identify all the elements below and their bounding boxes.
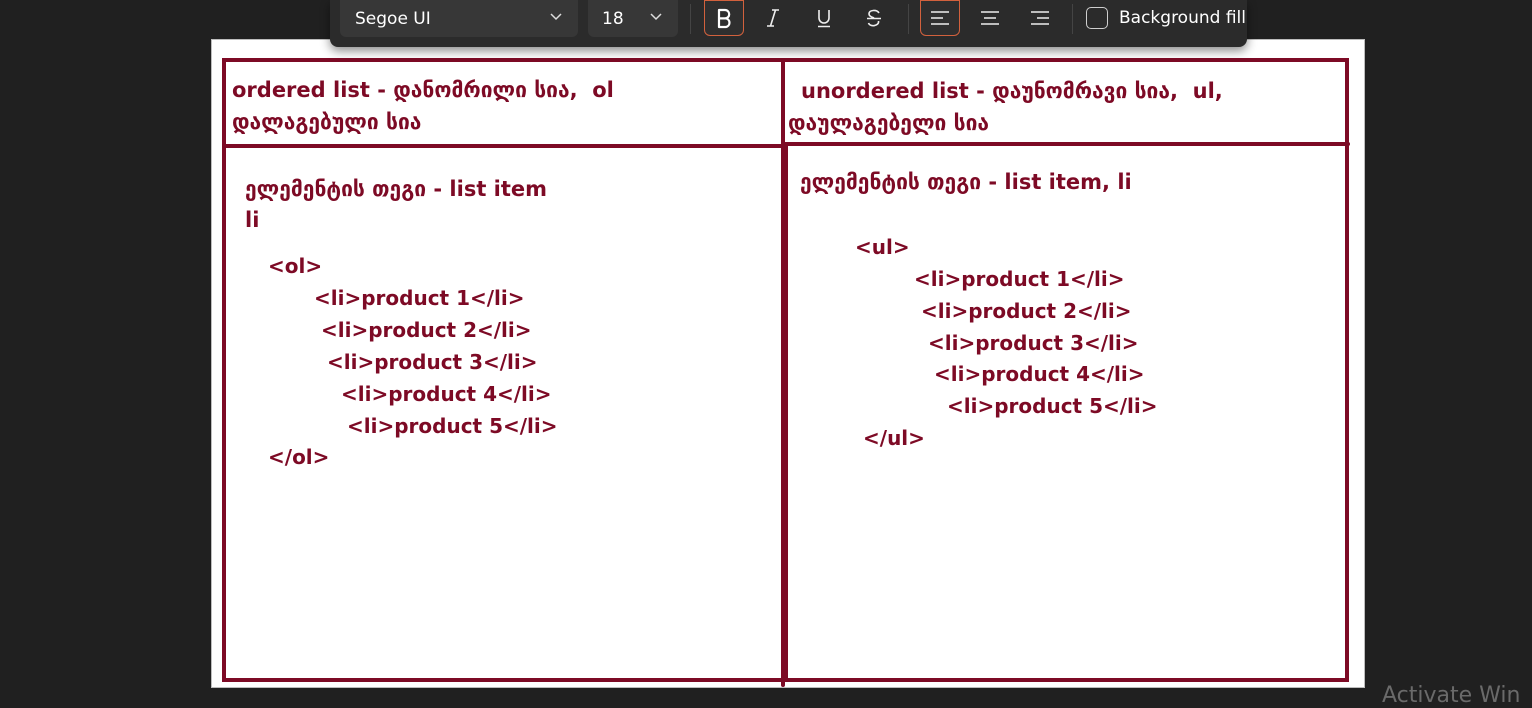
align-left-button[interactable] — [920, 0, 960, 36]
background-fill-checkbox[interactable] — [1086, 7, 1108, 29]
left-list-item: <li>product 5</li> — [347, 414, 558, 438]
background-fill-label: Background fill — [1119, 8, 1246, 28]
left-list-item: <li>product 3</li> — [327, 350, 538, 374]
left-code-close: </ol> — [268, 445, 330, 469]
left-item-tag-line2: li — [245, 208, 260, 232]
right-heading-line1: unordered list - დაუნომრავი სია, ul, — [801, 79, 1223, 103]
right-item-tag-line1: ელემენტის თეგი - list item, li — [800, 170, 1132, 194]
align-right-button[interactable] — [1020, 0, 1060, 36]
bold-button[interactable] — [704, 0, 744, 36]
align-left-icon — [931, 11, 949, 25]
italic-icon — [767, 9, 779, 27]
strikethrough-button[interactable] — [854, 0, 894, 36]
right-list-item: <li>product 2</li> — [921, 299, 1132, 323]
font-family-value: Segoe UI — [355, 8, 431, 29]
left-item-tag-line1: ელემენტის თეგი - list item — [245, 177, 548, 201]
bold-icon — [717, 8, 731, 29]
left-list-item: <li>product 4</li> — [341, 382, 552, 406]
background-fill-toggle[interactable]: Background fill — [1086, 4, 1246, 32]
right-list-item: <li>product 5</li> — [947, 394, 1158, 418]
right-list-item: <li>product 1</li> — [914, 267, 1125, 291]
font-size-dropdown[interactable]: 18 — [588, 0, 678, 37]
left-heading-line1: ordered list - დანომრილი სია, ol — [232, 78, 614, 102]
toolbar-divider — [908, 4, 909, 34]
right-code-open: <ul> — [855, 235, 910, 259]
chevron-down-icon — [550, 13, 562, 21]
activate-windows-watermark: Activate Win — [1382, 683, 1521, 708]
align-right-icon — [1031, 11, 1049, 25]
font-size-value: 18 — [602, 8, 624, 29]
right-code-close: </ul> — [863, 426, 925, 450]
align-center-icon — [981, 11, 999, 25]
outer-frame-stroke — [222, 58, 1349, 682]
right-list-item: <li>product 4</li> — [934, 362, 1145, 386]
whiteboard-canvas[interactable]: ordered list - დანომრილი სია, ol დალაგებ… — [211, 39, 1365, 688]
underline-button[interactable] — [804, 0, 844, 36]
align-center-button[interactable] — [970, 0, 1010, 36]
left-list-item: <li>product 1</li> — [314, 286, 525, 310]
text-format-toolbar: Segoe UI 18 Background fill — [330, 0, 1247, 47]
font-family-dropdown[interactable]: Segoe UI — [340, 0, 578, 37]
italic-button[interactable] — [753, 0, 793, 36]
right-list-item: <li>product 3</li> — [928, 331, 1139, 355]
toolbar-divider — [690, 4, 691, 34]
left-heading-line2: დალაგებული სია — [232, 110, 422, 134]
left-list-item: <li>product 2</li> — [321, 318, 532, 342]
toolbar-divider — [1072, 4, 1073, 34]
right-heading-line2: დაულაგებელი სია — [788, 111, 990, 135]
strikethrough-icon — [867, 9, 881, 27]
ink-strokes — [222, 58, 1350, 687]
underline-icon — [818, 10, 830, 28]
left-code-open: <ol> — [268, 254, 323, 278]
chevron-down-icon — [650, 13, 662, 21]
